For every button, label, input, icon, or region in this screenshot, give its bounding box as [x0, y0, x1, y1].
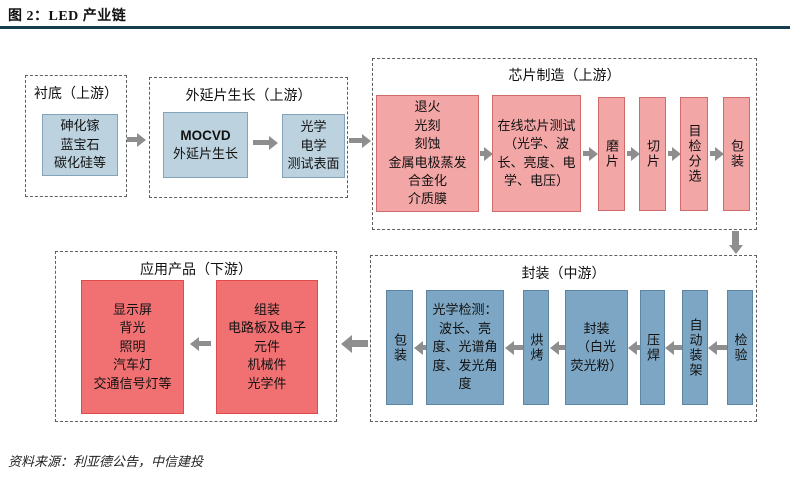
arrow-left-icon [505, 340, 523, 355]
wire-bonding-box: 压焊 [640, 290, 665, 405]
dicing-box: 切片 [639, 97, 666, 211]
arrow-right-icon [710, 146, 724, 161]
arrow-left-icon [414, 340, 426, 355]
arrow-right-icon [480, 146, 493, 161]
optical-test-box: 光学 电学 测试表面 [282, 114, 345, 178]
arrow-right-icon [583, 146, 598, 161]
substrate-group: 衬底（上游） 砷化镓 蓝宝石 碳化硅等 [25, 75, 127, 197]
application-group-label: 应用产品（下游） [140, 261, 252, 277]
chip-packing-box: 包装 [723, 97, 750, 211]
package-packing-box: 包装 [386, 290, 413, 405]
optical-inspection-box: 光学检测：波长、亮度、光谱角度、发光角度 [426, 290, 504, 405]
arrow-right-icon [253, 135, 278, 150]
visual-sorting-box: 目检分选 [680, 97, 708, 211]
epitaxy-group: 外延片生长（上游） MOCVD 外延片生长 光学 电学 测试表面 [149, 77, 348, 198]
chip-process-box: 退火 光刻 刻蚀 金属电极蒸发 合金化 介质膜 [376, 95, 479, 212]
encapsulation-box: 封装 （白光 荧光粉） [565, 290, 628, 405]
arrow-right-icon [349, 133, 371, 148]
arrow-left-icon [708, 340, 727, 355]
application-group: 应用产品（下游） 显示屏 背光 照明 汽车灯 交通信号灯等 组装 电路板及电子 … [55, 251, 337, 422]
arrow-left-icon [341, 334, 368, 353]
mocvd-box-line2: 外延片生长 [172, 146, 238, 162]
mocvd-box-line1: MOCVD [180, 128, 231, 144]
arrow-left-icon [628, 340, 640, 355]
arrow-right-icon [127, 132, 146, 147]
title-rule [0, 26, 790, 29]
epitaxy-group-label: 外延片生长（上游） [185, 87, 312, 103]
package-group: 封装（中游） 包装 光学检测：波长、亮度、光谱角度、发光角度 烘烤 封装 （白光… [370, 255, 757, 422]
arrow-down-icon [728, 231, 743, 254]
auto-mount-box: 自动装架 [682, 290, 708, 405]
substrate-group-label: 衬底（上游） [34, 85, 118, 101]
substrate-materials-box: 砷化镓 蓝宝石 碳化硅等 [42, 114, 118, 176]
arrow-left-icon [550, 340, 565, 355]
arrow-left-icon [665, 340, 682, 355]
inline-test-box: 在线芯片测试（光学、波长、亮度、电学、电压） [492, 95, 581, 212]
inspection-box: 检验 [727, 290, 753, 405]
package-group-label: 封装（中游） [521, 265, 606, 281]
arrow-right-icon [627, 146, 640, 161]
arrow-right-icon [668, 146, 681, 161]
assembly-box: 组装 电路板及电子 元件 机械件 光学件 [216, 280, 318, 414]
display-products-box: 显示屏 背光 照明 汽车灯 交通信号灯等 [81, 280, 184, 414]
chip-group: 芯片制造（上游） 退火 光刻 刻蚀 金属电极蒸发 合金化 介质膜 在线芯片测试（… [372, 58, 757, 230]
grinding-box: 磨片 [598, 97, 625, 211]
source-note: 资料来源：利亚德公告，中信建投 [8, 454, 204, 469]
mocvd-box: MOCVD 外延片生长 [163, 112, 248, 178]
chip-group-label: 芯片制造（上游） [508, 67, 621, 83]
arrow-left-icon [190, 336, 211, 351]
baking-box: 烘烤 [523, 290, 549, 405]
figure-title: 图 2：LED 产业链 [8, 9, 127, 24]
